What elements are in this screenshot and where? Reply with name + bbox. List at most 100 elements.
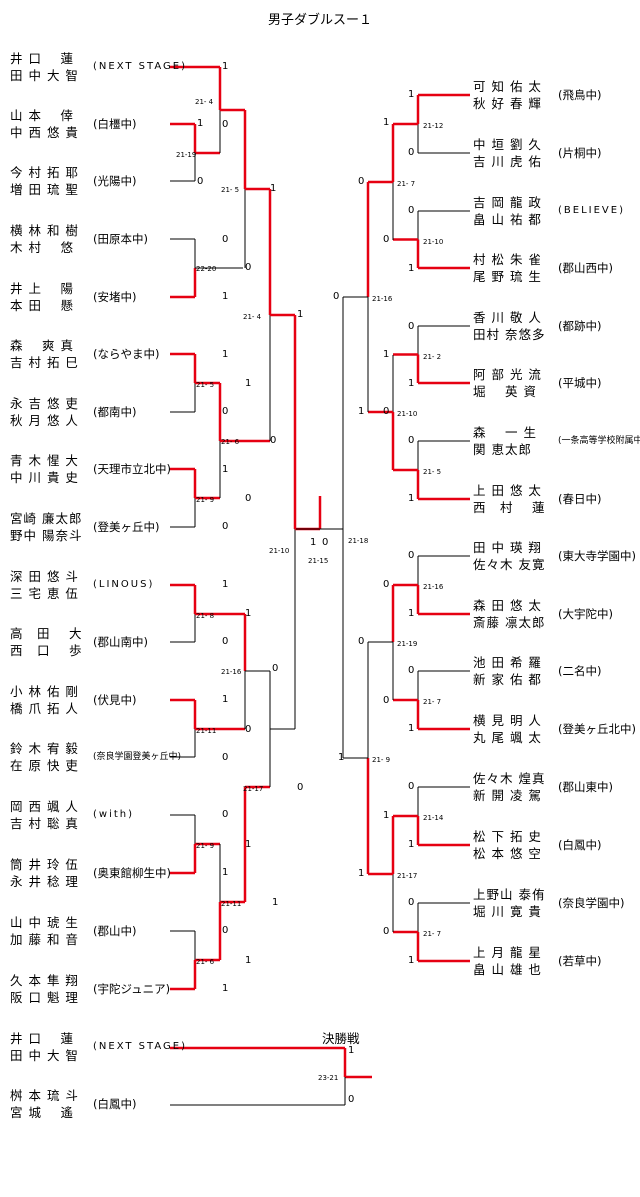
player-name: 本 田 懸 (10, 298, 74, 313)
win-mark: 1 (270, 183, 277, 194)
right-entry-names: 松 下 拓 史松 本 悠 空 (473, 828, 542, 862)
win-mark: 1 (408, 378, 415, 389)
left-entry-names: 久 本 隼 翔阪 口 魁 理 (10, 972, 79, 1006)
player-name: 小 林 佑 剛 (10, 684, 79, 699)
team-name: (with) (93, 809, 135, 820)
player-name: 山 中 琥 生 (10, 915, 79, 930)
left-entry-names: 青 木 惺 大中 川 貴 史 (10, 452, 79, 486)
right-entry-names: 森 一 生関 恵太郎 (473, 424, 537, 458)
left-entry-names: 山 本 倖中 西 悠 貴 (10, 107, 79, 141)
player-name: 新 開 凌 駕 (473, 788, 542, 803)
win-mark: 1 (197, 118, 204, 129)
right-entry-names: 上野山 泰侑堀 川 寛 貴 (473, 886, 545, 920)
player-name: 吉 村 拓 巳 (10, 355, 79, 370)
team-name: (田原本中) (93, 232, 148, 246)
loss-mark: 0 (333, 291, 340, 302)
loss-mark: 0 (222, 521, 229, 532)
team-name: (郡山西中) (558, 261, 613, 275)
player-name: 加 藤 和 音 (10, 932, 79, 947)
match-score: 21- 7 (423, 930, 442, 938)
loss-mark: 0 (358, 636, 365, 647)
loss-mark: 0 (383, 695, 390, 706)
match-score: 21-15 (308, 557, 329, 565)
final-label: 決勝戦 (322, 1031, 360, 1046)
left-entry-names: 深 田 悠 斗三 宅 恵 伍 (10, 568, 79, 602)
loss-mark: 0 (408, 147, 415, 158)
win-mark: 1 (222, 579, 229, 590)
loss-mark: 0 (322, 537, 329, 548)
player-name: 村 松 朱 雀 (473, 252, 542, 267)
team-name: (平城中) (558, 376, 602, 390)
loss-mark: 0 (270, 435, 277, 446)
team-name: (白鳳中) (558, 838, 602, 852)
right-entry-names: 森 田 悠 太斎藤 凛太郎 (473, 597, 545, 631)
player-name: 鈴 木 宥 毅 (10, 741, 79, 756)
win-mark: 1 (408, 263, 415, 274)
team-name: (大宇陀中) (558, 607, 613, 621)
right-entry-names: 可 知 佑 太秋 好 春 輝 (473, 78, 542, 112)
match-score: 21- 2 (423, 353, 442, 361)
right-entry-names: 中 垣 劉 久吉 川 虎 佑 (473, 136, 542, 170)
win-mark: 1 (245, 839, 252, 850)
team-name: (若草中) (558, 954, 602, 968)
win-mark: 1 (408, 723, 415, 734)
final-entry-names: 井 口 蓮田 中 大 智 (10, 1030, 79, 1064)
win-mark: 1 (348, 1045, 355, 1056)
match-score: 21- 4 (195, 98, 214, 106)
match-score: 23-21 (318, 1074, 339, 1082)
player-name: 堀 川 寛 貴 (473, 904, 542, 919)
player-name: 岡 西 颯 人 (10, 799, 79, 814)
win-mark: 1 (222, 983, 229, 994)
right-entry-names: 香 川 敬 人田村 奈悠多 (473, 309, 545, 343)
player-name: 丸 尾 颯 太 (473, 730, 542, 745)
win-mark: 1 (222, 61, 229, 72)
team-name: (飛鳥中) (558, 88, 602, 102)
player-name: 阿 部 光 流 (473, 367, 542, 382)
player-name: 森 一 生 (473, 425, 537, 440)
player-name: 松 本 悠 空 (473, 846, 542, 861)
win-mark: 1 (408, 955, 415, 966)
final-entry-names: 桝 本 琉 斗宮 城 遙 (10, 1087, 79, 1121)
player-name: 佐々木 煌真 (473, 771, 546, 786)
loss-mark: 0 (222, 752, 229, 763)
player-name: 尾 野 琉 生 (473, 269, 542, 284)
team-name: (宇陀ジュニア) (93, 982, 171, 996)
team-name: (奈良学園中) (558, 896, 625, 910)
win-mark: 1 (245, 608, 252, 619)
match-score: 21-17 (397, 872, 418, 880)
player-name: 中 西 悠 貴 (10, 125, 79, 140)
team-name: (天理市立北中) (93, 462, 171, 476)
loss-mark: 0 (272, 663, 279, 674)
player-name: 野中 陽奈斗 (10, 528, 83, 543)
right-entry-names: 阿 部 光 流堀 英 資 (473, 366, 542, 400)
win-mark: 1 (338, 752, 345, 763)
loss-mark: 0 (408, 321, 415, 332)
player-name: 斎藤 凛太郎 (473, 615, 546, 630)
loss-mark: 0 (408, 205, 415, 216)
win-mark: 1 (222, 349, 229, 360)
left-entry-names: 今 村 拓 耶増 田 琉 聖 (10, 164, 79, 198)
match-score: 21- 5 (196, 381, 215, 389)
loss-mark: 0 (358, 176, 365, 187)
team-name: (一条高等学校附属中) (558, 436, 640, 446)
team-name: (都南中) (93, 405, 137, 419)
team-name: (白橿中) (93, 117, 137, 131)
right-entry-names: 池 田 希 羅新 家 佑 都 (473, 654, 542, 688)
left-entry-names: 高 田 大西 口 歩 (10, 625, 82, 659)
player-name: 桝 本 琉 斗 (10, 1088, 79, 1103)
match-score: 21-16 (221, 668, 242, 676)
left-entry-names: 森 爽 真吉 村 拓 巳 (10, 337, 79, 371)
player-name: 田 中 大 智 (10, 1048, 79, 1063)
left-entry-names: 山 中 琥 生加 藤 和 音 (10, 914, 79, 948)
loss-mark: 0 (245, 262, 252, 273)
left-entry-names: 筒 井 玲 伍永 井 稔 理 (10, 856, 79, 890)
player-name: 森 田 悠 太 (473, 598, 542, 613)
loss-mark: 0 (408, 781, 415, 792)
player-name: 可 知 佑 太 (473, 79, 542, 94)
match-score: 21-14 (423, 814, 444, 822)
right-entry-names: 上 田 悠 太西 村 蓮 (473, 482, 545, 516)
match-score: 21-11 (196, 727, 217, 735)
right-entry-names: 佐々木 煌真新 開 凌 駕 (473, 770, 545, 804)
player-name: 西 村 蓮 (473, 500, 546, 515)
left-entry-names: 横 林 和 樹木 村 悠 (10, 222, 79, 256)
